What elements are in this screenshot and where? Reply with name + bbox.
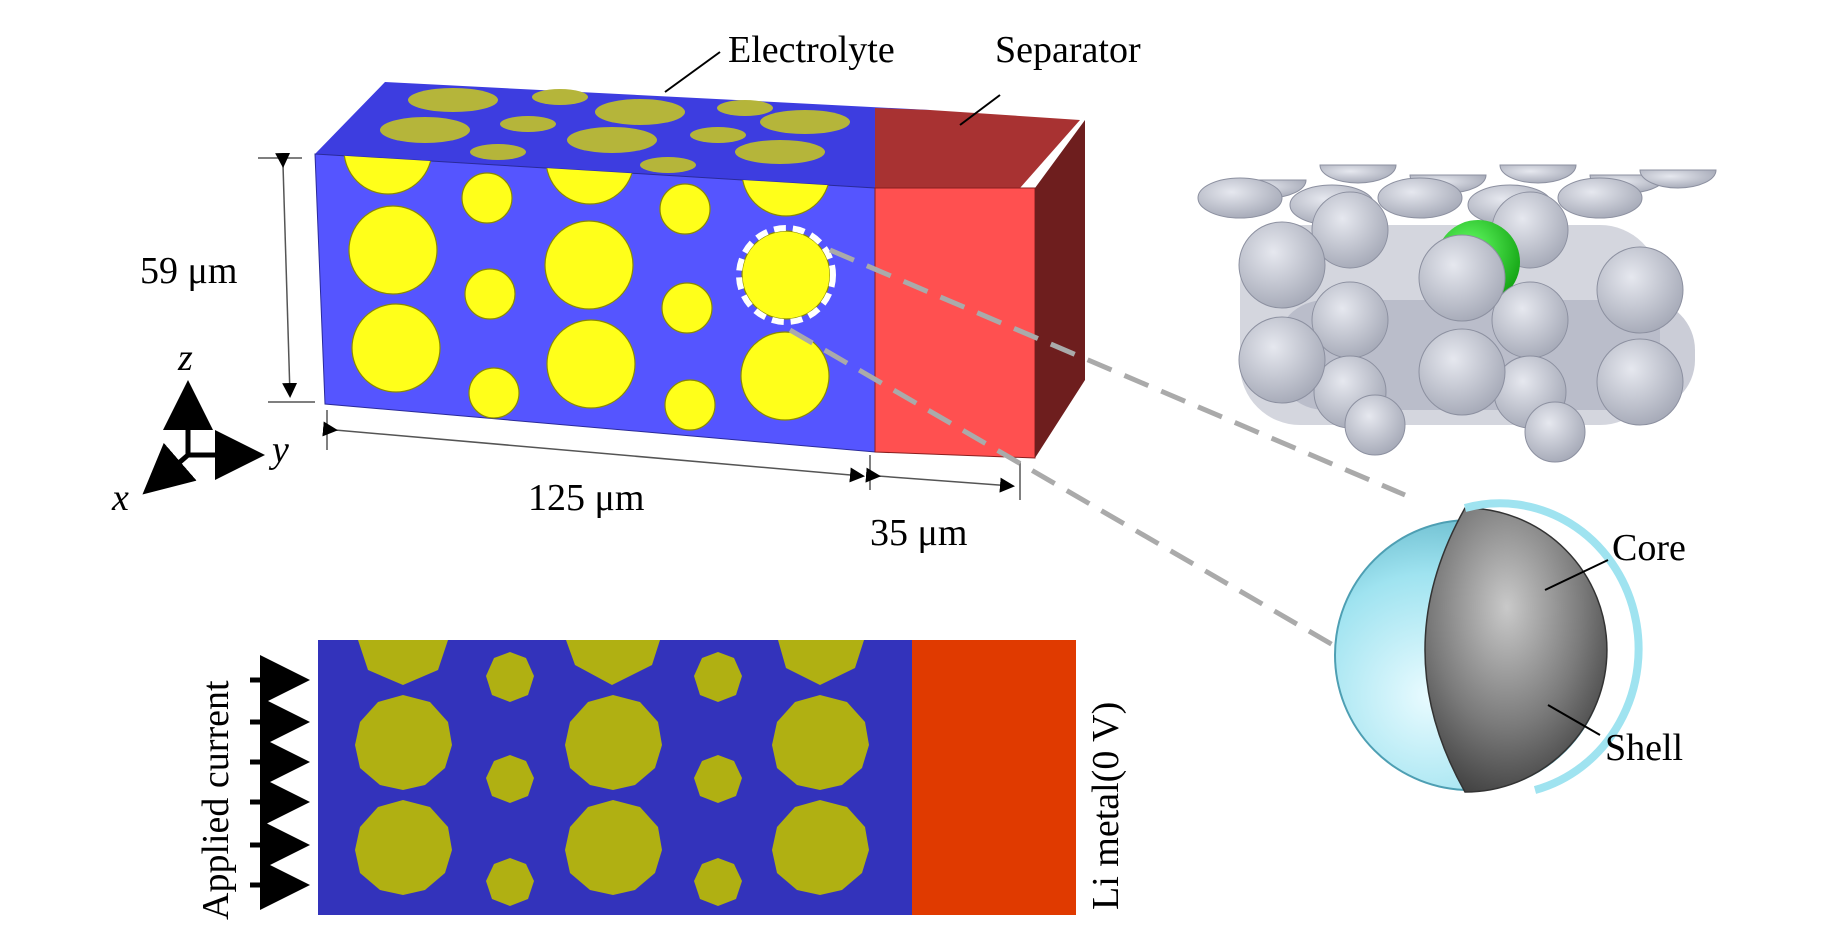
particle (740, 331, 830, 421)
li-metal-label: Li metal(0 V) (1085, 702, 1127, 910)
zoom-connectors (788, 247, 1447, 713)
axis-y-label: y (268, 429, 289, 471)
top-particle (595, 99, 685, 125)
mesh-particle (565, 695, 662, 790)
core-shell-particle: Core Shell (1334, 499, 1686, 794)
applied-current-label: Applied current (195, 680, 237, 920)
particle (464, 268, 516, 320)
mesh-particle (778, 640, 864, 685)
electrolyte-leader-line (664, 51, 721, 93)
shell-rim (1463, 499, 1643, 794)
shell-leader-line (1547, 704, 1601, 736)
shell-label: Shell (1605, 727, 1683, 769)
mesh-particle (566, 640, 660, 685)
particle-lattice-3d (1197, 164, 1717, 463)
top-particle (717, 100, 773, 116)
top-particle (690, 127, 746, 143)
separator-top-face (875, 108, 1080, 188)
top-particle (760, 110, 850, 134)
top-particle (567, 127, 657, 153)
width-electrode-label: 125 μm (528, 477, 644, 519)
core-half (1424, 507, 1608, 793)
top-face-particle-ellipses (380, 88, 850, 173)
separator-leader-line (959, 94, 1001, 126)
mesh-particle (565, 800, 662, 895)
separator-front-face (874, 187, 1036, 459)
mesh-particle (694, 755, 742, 803)
height-dimension: 59 μm (140, 152, 315, 403)
particle (351, 303, 441, 393)
core-leader-line (1544, 559, 1609, 591)
separator-side-face (1035, 120, 1085, 458)
mesh-particle (486, 755, 534, 803)
core-label: Core (1612, 527, 1686, 569)
particle-highlighted (741, 230, 831, 320)
particle (544, 220, 634, 310)
mesh-separator-region (912, 640, 1076, 915)
axis-x-label: x (111, 477, 129, 519)
mesh-particle (694, 858, 742, 906)
mesh-particle (355, 695, 452, 790)
electrode-block-3d (314, 82, 1085, 459)
top-particle (470, 144, 526, 160)
lattice-front-row (1238, 221, 1684, 463)
top-particle (532, 89, 588, 105)
mesh-particle (772, 695, 869, 790)
top-particle (408, 88, 498, 112)
height-label: 59 μm (140, 250, 237, 292)
particle (468, 367, 520, 419)
top-particle (640, 157, 696, 173)
mesh-particle (486, 652, 534, 702)
particle (546, 319, 636, 409)
mesh-particle (694, 652, 742, 702)
particle (659, 183, 711, 235)
front-face-particles (343, 154, 831, 431)
mesh-particles (355, 640, 869, 906)
particle (461, 172, 513, 224)
width-dimensions: 125 μm 35 μm (322, 410, 1021, 554)
lattice-mid-row (1197, 177, 1643, 429)
top-particle (500, 116, 556, 132)
top-particle (735, 140, 825, 164)
axis-z-label: z (177, 337, 193, 379)
width-separator-label: 35 μm (870, 512, 967, 554)
mesh-model-2d: Applied current Li metal(0 V) (195, 640, 1127, 920)
mesh-particle (358, 640, 448, 685)
mesh-particle (486, 858, 534, 906)
particle (661, 282, 713, 334)
applied-current-arrows (250, 655, 310, 910)
particle (664, 379, 716, 431)
mesh-particle (772, 800, 869, 895)
coordinate-axes: z y x (111, 337, 289, 519)
top-particle (380, 117, 470, 143)
electrolyte-label: Electrolyte (728, 29, 895, 71)
highlight-dashed-circle (736, 225, 836, 325)
particle (343, 154, 433, 195)
mesh-particle (355, 800, 452, 895)
particle (348, 205, 438, 295)
separator-label: Separator (995, 29, 1141, 71)
